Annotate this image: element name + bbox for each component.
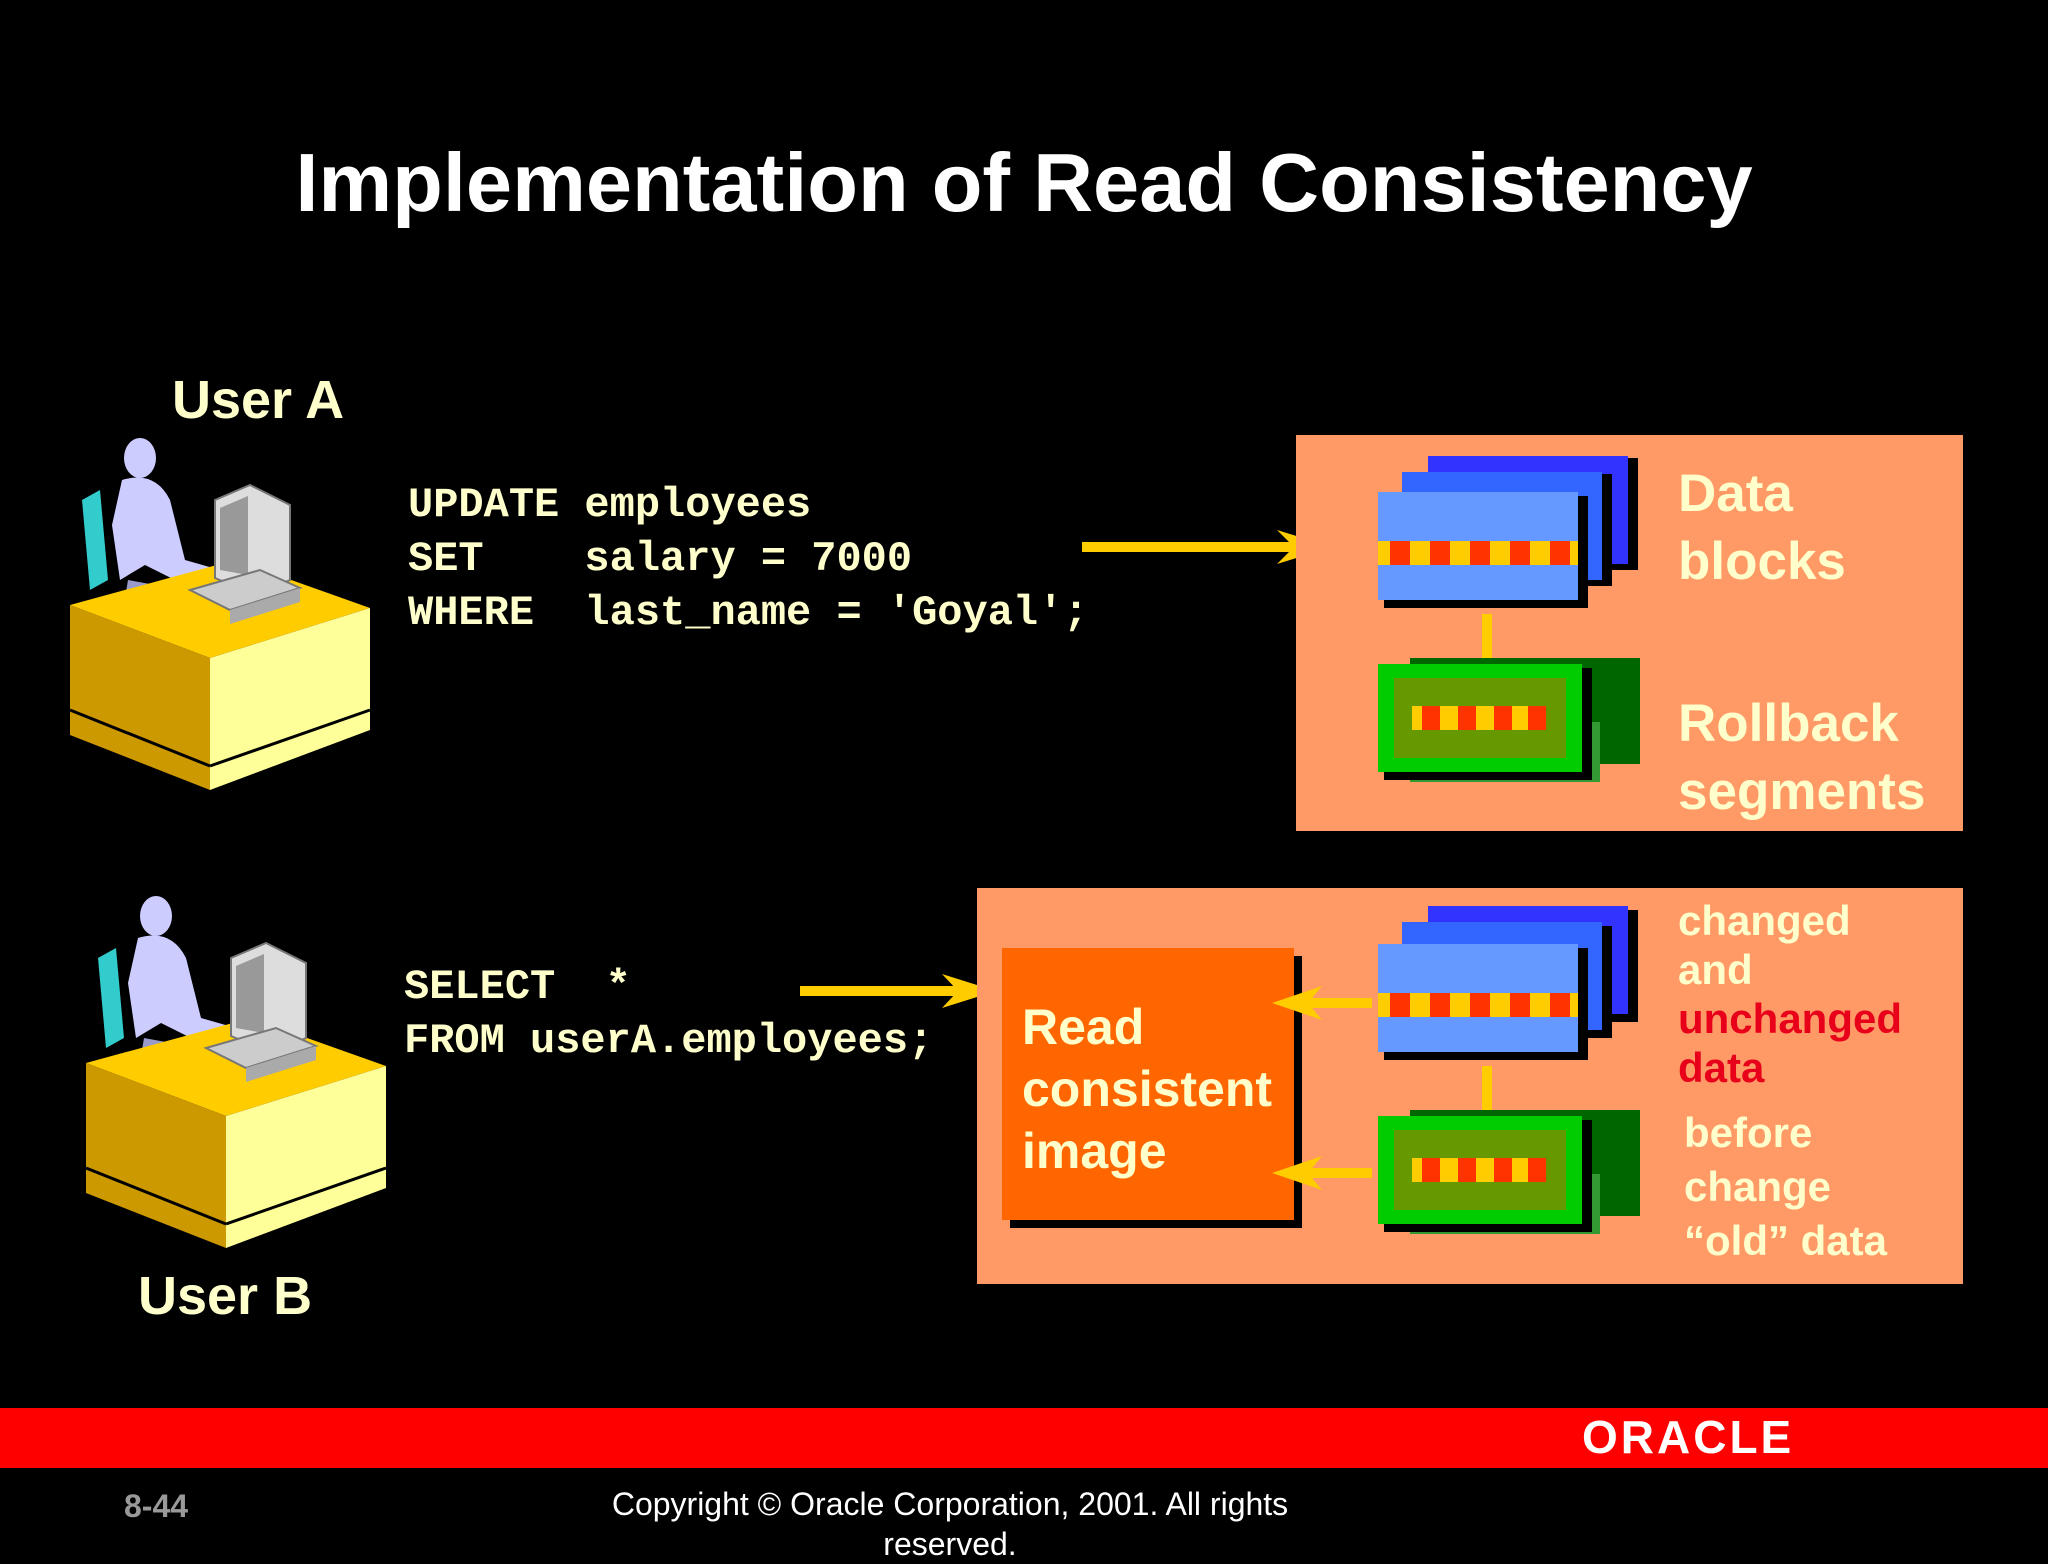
arrow-old-to-image-icon <box>1272 1156 1372 1190</box>
changed-word: changed <box>1678 897 1851 944</box>
arrow-to-read-image-icon <box>800 974 996 1008</box>
and-word: and <box>1678 946 1753 993</box>
oracle-logo: ORACLE <box>1582 1411 1795 1463</box>
changed-unchanged-label: changed and unchanged data <box>1678 896 1902 1092</box>
user-b-workstation-icon <box>85 896 387 1248</box>
copyright-notice: Copyright © Oracle Corporation, 2001. Al… <box>611 1486 1289 1562</box>
read-consistent-image-box <box>1002 948 1294 1220</box>
user-a-sql: UPDATE employees SET salary = 7000 WHERE… <box>408 481 1089 637</box>
unchanged-word: unchanged <box>1678 995 1903 1042</box>
changed-and-old-blocks-icon <box>1378 906 1640 1234</box>
arrow-changed-to-image-icon <box>1272 986 1372 1020</box>
data-blocks-label: Data blocks <box>1678 464 1846 591</box>
user-a-label: User A <box>172 370 345 430</box>
user-b-sql: SELECT * FROM userA.employees; <box>404 963 934 1065</box>
user-a-workstation-icon <box>69 438 371 790</box>
footer-bar <box>0 1408 2048 1468</box>
data-word: data <box>1678 1044 1765 1091</box>
rollback-segments-label: Rollback segments <box>1678 694 1926 821</box>
user-b-label: User B <box>138 1266 313 1326</box>
slide-title: Implementation of Read Consistency <box>295 136 1753 229</box>
page-number: 8-44 <box>124 1488 189 1524</box>
data-and-rollback-blocks-icon <box>1378 456 1640 782</box>
read-consistent-image-label: Read consistent image <box>1022 999 1273 1179</box>
before-change-label: before change “old” data <box>1684 1109 1888 1264</box>
